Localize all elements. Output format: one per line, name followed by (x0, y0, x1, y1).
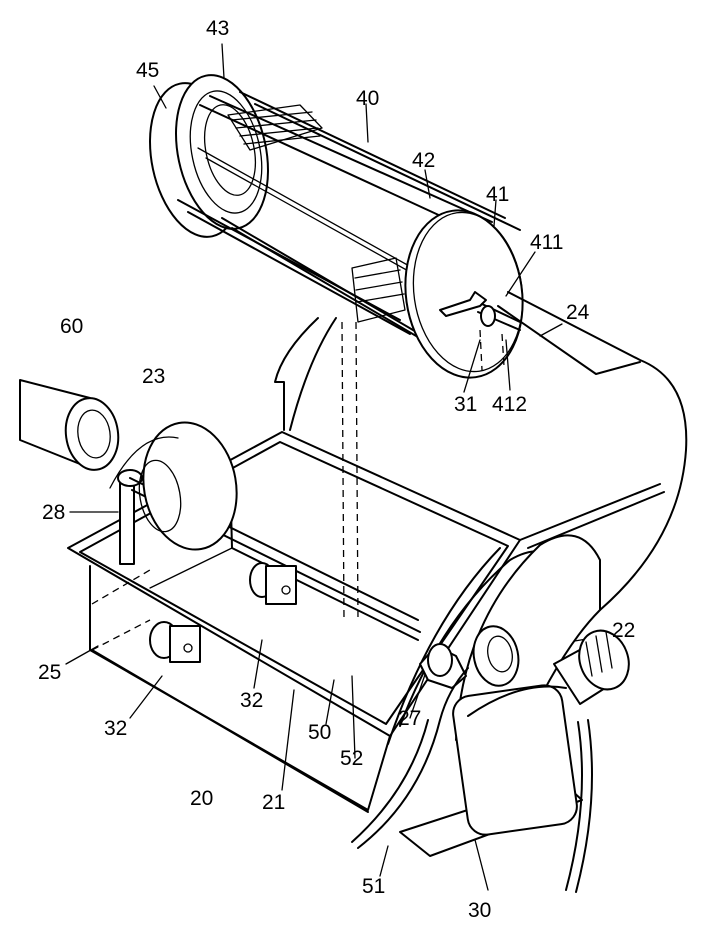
left-disc-23 (142, 421, 238, 551)
belt-24 (507, 291, 688, 611)
label-45: 45 (136, 59, 160, 82)
label-411: 411 (530, 231, 564, 254)
pulley-27 (419, 643, 467, 689)
label-40: 40 (356, 87, 380, 110)
mesh-bottom (351, 257, 406, 323)
label-24: 24 (566, 301, 590, 324)
label-42: 42 (412, 149, 436, 172)
label-32-left: 32 (104, 717, 128, 740)
label-41: 41 (486, 183, 510, 206)
label-25: 25 (38, 661, 62, 684)
label-60: 60 (60, 315, 84, 338)
bearing-32-left (149, 621, 201, 663)
bearing-32-center (249, 562, 297, 605)
label-50: 50 (308, 721, 332, 744)
hose-51 (357, 667, 469, 849)
label-20: 20 (190, 787, 214, 810)
label-30: 30 (468, 899, 492, 922)
label-412: 412 (492, 393, 528, 416)
drum-assembly (149, 74, 524, 379)
label-28: 28 (42, 501, 66, 524)
base-housing (67, 431, 521, 813)
label-52: 52 (340, 747, 364, 770)
label-27: 27 (398, 707, 422, 730)
pipe-60 (19, 379, 120, 471)
label-43: 43 (206, 17, 230, 40)
label-32-center: 32 (240, 689, 264, 712)
label-23: 23 (142, 365, 166, 388)
label-31: 31 (454, 393, 478, 416)
label-51: 51 (362, 875, 386, 898)
coupling-411 (439, 291, 521, 371)
leader-lines (65, 43, 606, 891)
label-21: 21 (262, 791, 286, 814)
label-22: 22 (612, 619, 636, 642)
motor-30 (399, 629, 630, 857)
belt-path (274, 317, 319, 431)
mesh-top (227, 104, 323, 151)
